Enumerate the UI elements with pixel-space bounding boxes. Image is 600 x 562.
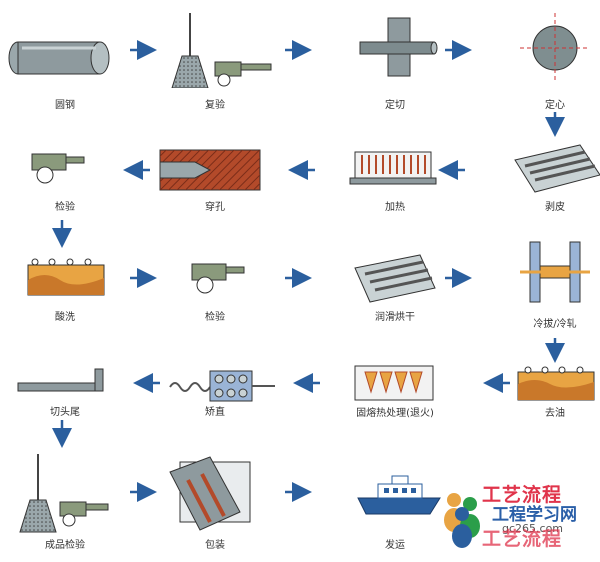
step-straightening: 矫直 [150, 365, 280, 475]
step-reinspection: 复验 [150, 8, 280, 118]
step-label: 矫直 [205, 407, 225, 418]
step-label: 检验 [55, 202, 75, 213]
step-centering: 定心 [490, 8, 600, 118]
watermark-site-url: gc265.com [502, 522, 564, 535]
round-steel-icon [8, 41, 110, 75]
step-label: 酸洗 [55, 312, 75, 323]
step-inspection-2: 检验 [150, 250, 280, 360]
step-label: 固熔热处理(退火) [356, 408, 434, 419]
people-logo-icon [444, 493, 480, 548]
step-label: 剥皮 [545, 202, 565, 213]
step-label: 成品检验 [45, 540, 85, 551]
watermark-title-echo: 工艺流程 [482, 528, 563, 550]
step-label: 定切 [385, 100, 405, 111]
piercing-billet-icon [159, 149, 261, 191]
step-solution-heat-treatment: 固熔热处理(退火) [330, 362, 460, 472]
step-degreasing: 去油 [490, 362, 600, 472]
step-pickling: 酸洗 [0, 250, 130, 360]
step-label: 包装 [205, 540, 225, 551]
step-shipping: 发运 [330, 452, 460, 562]
step-label: 切头尾 [50, 407, 80, 418]
step-label: 去油 [545, 408, 565, 419]
step-crop-ends: 切头尾 [0, 365, 130, 475]
watermark-title: 工艺流程 [482, 484, 563, 506]
step-round-steel: 圆钢 [0, 8, 130, 118]
watermark-site-name: 工程学习网 [492, 505, 577, 525]
step-label: 穿孔 [205, 202, 225, 213]
step-cold-drawing: 冷拔/冷轧 [490, 232, 600, 342]
step-label: 润滑烘干 [375, 312, 415, 323]
pickling-tank-icon [27, 258, 105, 296]
step-heating: 加热 [330, 140, 460, 250]
cold-drawing-icon [520, 241, 590, 303]
packaging-bundle-icon [169, 456, 251, 531]
annealing-furnace-icon [354, 365, 434, 401]
step-packaging: 包装 [150, 452, 280, 562]
centering-target-icon [520, 13, 590, 83]
ship-icon [357, 475, 441, 515]
step-piercing: 穿孔 [150, 140, 280, 250]
watermark: 工艺流程 工程学习网 gc265.com 工艺流程 [440, 478, 600, 553]
final-inspection-icon [19, 454, 109, 533]
heating-furnace-icon [349, 151, 437, 185]
step-lubrication-drying: 润滑烘干 [330, 250, 460, 360]
step-peeling: 剥皮 [490, 140, 600, 250]
step-label: 圆钢 [55, 100, 75, 111]
step-label: 冷拔/冷轧 [533, 319, 577, 330]
step-fixed-cut: 定切 [330, 8, 460, 118]
straightener-icon [169, 370, 275, 402]
step-label: 检验 [205, 312, 225, 323]
drying-rack-icon [354, 254, 436, 303]
step-final-inspection: 成品检验 [0, 452, 130, 562]
peeling-rack-icon [514, 144, 600, 193]
step-label: 发运 [385, 540, 405, 551]
crop-pipe-icon [17, 368, 104, 392]
degreasing-tank-icon [517, 366, 595, 401]
inspection-gauge-icon [191, 263, 245, 294]
step-label: 定心 [545, 100, 565, 111]
step-inspection-1: 检验 [0, 140, 130, 250]
step-label: 加热 [385, 202, 405, 213]
inspection-gauge-icon [31, 153, 85, 184]
inspection-flask-icon [171, 13, 272, 88]
cutting-saw-icon [359, 17, 438, 77]
step-label: 复验 [205, 100, 225, 111]
